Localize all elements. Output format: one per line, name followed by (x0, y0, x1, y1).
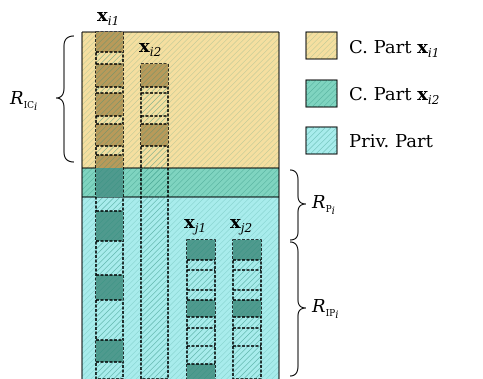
column-xi1 (95, 31, 124, 379)
column-xj2 (232, 239, 262, 379)
legend-label-common-part-2: C. Part xi2 (349, 84, 439, 107)
label-r-p: RPi (311, 192, 335, 217)
label-xj2: xj2 (230, 212, 252, 235)
legend: C. Part xi1 C. Part xi2 Priv. Part (305, 31, 439, 155)
label-r-ic: RICi (9, 88, 37, 113)
label-xj1: xj1 (184, 212, 206, 235)
column-xj1 (186, 239, 216, 379)
legend-item-common-part-2: C. Part xi2 (305, 79, 439, 108)
column-xi1-blocks (96, 32, 123, 379)
legend-item-common-part-1: C. Part xi1 (305, 31, 439, 60)
legend-item-private-part: Priv. Part (305, 126, 434, 155)
brace-r-p (289, 169, 307, 241)
column-xi2 (140, 63, 169, 379)
label-xi1: xi1 (97, 5, 119, 28)
legend-label-common-part-1: C. Part xi1 (349, 37, 439, 60)
brace-r-ic (55, 35, 75, 163)
label-r-ip: RIPi (311, 296, 338, 321)
brace-r-ip (289, 241, 307, 377)
legend-label-private-part: Priv. Part (349, 131, 434, 152)
label-xi2: xi2 (139, 36, 161, 59)
